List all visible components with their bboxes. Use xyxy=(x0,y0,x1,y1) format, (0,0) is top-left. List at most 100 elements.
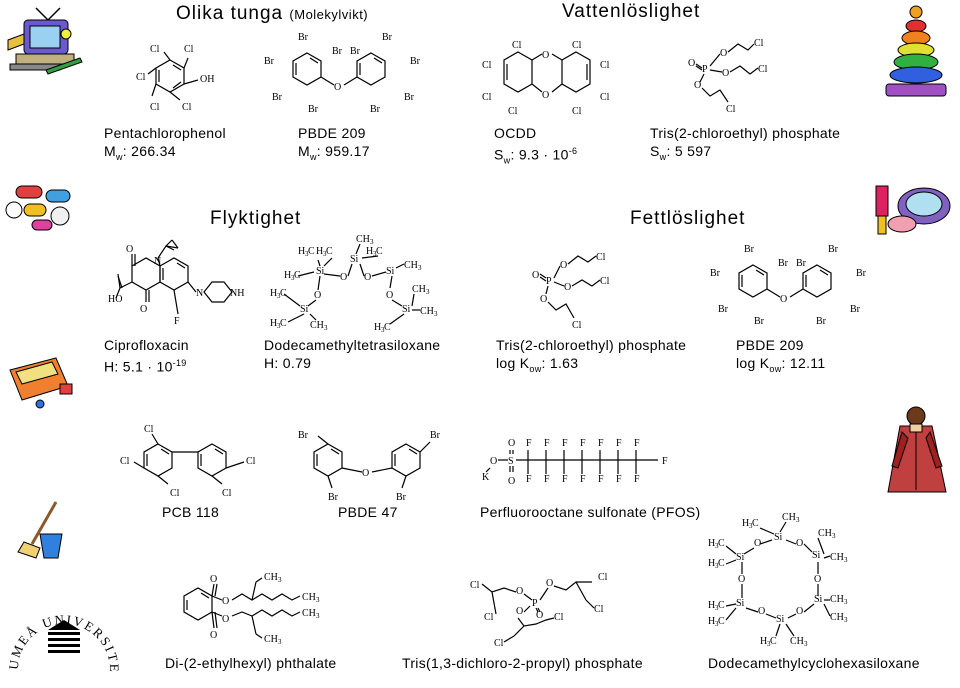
svg-text:3: 3 xyxy=(316,612,320,620)
svg-text:Si: Si xyxy=(300,304,309,315)
svg-text:F: F xyxy=(580,474,586,485)
svg-text:Cl: Cl xyxy=(572,106,582,117)
svg-text:H: H xyxy=(742,518,749,529)
svg-text:Cl: Cl xyxy=(600,60,610,71)
label-tdcpp: Tris(1,3-dichloro-2-propyl) phosphate xyxy=(402,655,643,671)
svg-text:P: P xyxy=(546,276,552,287)
svg-text:Si: Si xyxy=(402,304,411,315)
svg-text:3: 3 xyxy=(832,532,836,540)
svg-text:Cl: Cl xyxy=(754,38,764,49)
svg-text:Br: Br xyxy=(410,56,421,67)
label-pbde209-kow: PBDE 209 log Kow: 12.11 xyxy=(736,336,825,378)
svg-text:CH: CH xyxy=(790,636,804,647)
svg-text:K: K xyxy=(482,472,490,483)
svg-text:Br: Br xyxy=(272,92,283,103)
label-d6: Dodecamethylcyclohexasiloxane xyxy=(708,655,920,671)
svg-text:Si: Si xyxy=(776,614,785,625)
label-tcep-sw: Tris(2-chloroethyl) phosphate Sw: 5 597 xyxy=(650,124,840,166)
svg-text:O: O xyxy=(314,290,321,301)
svg-text:3: 3 xyxy=(426,288,430,296)
compound-property: Sw: 5 597 xyxy=(650,143,712,162)
svg-text:Cl: Cl xyxy=(494,638,504,649)
svg-text:S: S xyxy=(508,456,514,467)
svg-text:3: 3 xyxy=(796,516,800,524)
svg-text:Cl: Cl xyxy=(150,102,160,113)
svg-text:O: O xyxy=(722,68,729,79)
compound-property: Mw: 266.34 xyxy=(104,143,176,162)
header-olika-tunga: Olika tunga (Molekylvikt) xyxy=(176,3,368,25)
svg-text:3: 3 xyxy=(373,250,377,258)
svg-text:O: O xyxy=(340,272,347,283)
svg-text:O: O xyxy=(210,574,217,585)
svg-text:Cl: Cl xyxy=(594,604,604,615)
svg-text:O: O xyxy=(508,438,515,449)
svg-text:Cl: Cl xyxy=(182,102,192,113)
svg-text:F: F xyxy=(634,474,640,485)
svg-text:P: P xyxy=(702,64,708,75)
svg-text:C: C xyxy=(280,288,287,299)
compound-name: Tris(2-chloroethyl) phosphate xyxy=(650,125,841,141)
svg-text:F: F xyxy=(616,474,622,485)
svg-text:3: 3 xyxy=(324,324,328,332)
compound-name: OCDD xyxy=(494,125,537,141)
label-pentachlorophenol: Pentachlorophenol Mw: 266.34 xyxy=(104,124,226,166)
makeup-clipart xyxy=(875,185,951,235)
svg-text:Br: Br xyxy=(396,492,407,503)
svg-text:Si: Si xyxy=(386,266,395,277)
svg-text:O: O xyxy=(126,244,133,255)
svg-text:O: O xyxy=(364,272,371,283)
svg-text:Si: Si xyxy=(814,594,823,605)
svg-text:O: O xyxy=(140,304,147,315)
svg-text:O: O xyxy=(694,80,701,91)
svg-text:N: N xyxy=(154,256,161,267)
svg-text:F: F xyxy=(526,474,532,485)
svg-text:F: F xyxy=(634,438,640,449)
svg-text:O: O xyxy=(796,538,803,549)
svg-text:F: F xyxy=(526,438,532,449)
svg-text:Si: Si xyxy=(812,550,821,561)
svg-text:C: C xyxy=(718,558,725,569)
svg-text:Br: Br xyxy=(778,258,789,269)
compound-property: log Kow: 12.11 xyxy=(736,355,826,374)
svg-text:CH: CH xyxy=(302,608,316,619)
svg-text:F: F xyxy=(616,438,622,449)
svg-text:Cl: Cl xyxy=(726,104,736,115)
label-tcep-kow: Tris(2-chloroethyl) phosphate log Kow: 1… xyxy=(496,336,686,378)
svg-text:3: 3 xyxy=(418,264,422,272)
label-pcb118: PCB 118 xyxy=(162,504,220,520)
svg-text:O: O xyxy=(532,270,539,281)
svg-text:Cl: Cl xyxy=(482,92,492,103)
svg-text:Br: Br xyxy=(404,92,415,103)
mop-bucket-clipart xyxy=(17,501,63,559)
svg-text:H: H xyxy=(374,322,381,333)
svg-text:CH: CH xyxy=(830,612,844,623)
compound-name: Ciprofloxacin xyxy=(104,337,189,353)
svg-text:O: O xyxy=(688,58,695,69)
svg-text:3: 3 xyxy=(323,250,327,258)
svg-text:H: H xyxy=(366,246,373,257)
svg-text:CH: CH xyxy=(302,592,316,603)
svg-text:H: H xyxy=(708,538,715,549)
svg-text:H: H xyxy=(708,600,715,611)
svg-text:F: F xyxy=(598,474,604,485)
umea-university-logo: UMEÅ UNIVERSITET xyxy=(0,588,120,674)
svg-text:Cl: Cl xyxy=(246,456,256,467)
label-ciprofloxacin: Ciprofloxacin H: 5.1 · 10-19 xyxy=(104,336,189,376)
svg-text:Cl: Cl xyxy=(600,92,610,103)
header-vattenloslighet: Vattenlöslighet xyxy=(562,1,701,22)
svg-text:Cl: Cl xyxy=(136,72,146,83)
svg-text:Cl: Cl xyxy=(508,106,518,117)
svg-text:CH: CH xyxy=(818,528,832,539)
svg-text:3: 3 xyxy=(381,326,385,334)
svg-text:O: O xyxy=(546,578,553,589)
svg-text:O: O xyxy=(542,50,549,61)
svg-text:Cl: Cl xyxy=(598,572,608,583)
svg-text:Cl: Cl xyxy=(596,252,606,263)
svg-text:C: C xyxy=(326,246,333,257)
compound-name: Pentachlorophenol xyxy=(104,125,226,141)
